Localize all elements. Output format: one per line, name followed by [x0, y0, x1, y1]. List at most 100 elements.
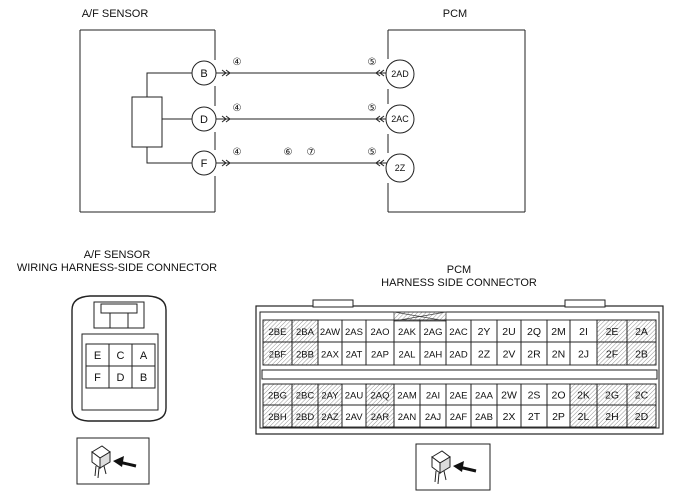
connector-mark-icon [375, 115, 381, 123]
harness-ref-mid-1: ⑥ [284, 147, 293, 158]
pcm-pin-label: 2G [605, 390, 619, 402]
pcm-pin-label: 2AF [450, 412, 468, 423]
wire-b-2ad: B 2AD ④ ⑤ [191, 57, 415, 89]
pcm-pin-label: 2Y [478, 326, 491, 338]
pcm-pin-label: 2AT [346, 350, 363, 361]
harness-ref-left: ④ [233, 57, 242, 68]
pcm-pin-label: 2AC [449, 327, 468, 338]
pcm-pin-label: 2I [579, 326, 588, 338]
pcm-pin-label: 2F [606, 349, 618, 361]
sensor-terminal [191, 150, 217, 176]
pcm-pin-label: 2AZ [321, 412, 339, 423]
internal-wire-b [146, 72, 193, 97]
pcm-pin-label: 2T [528, 411, 541, 423]
sensor-terminal [191, 106, 217, 132]
pcm-terminal [385, 153, 415, 183]
pcm-pin-label: 2BG [268, 391, 287, 402]
schematic: A/F SENSOR PCM B 2AD [79, 8, 526, 213]
pcm-pin-label: 2L [578, 411, 590, 423]
sensor-connector-view: A/F SENSOR WIRING HARNESS-SIDE CONNECTOR… [17, 249, 217, 485]
pcm-pin-label: 2AS [345, 327, 363, 338]
pcm-connector-key [312, 299, 354, 308]
pcm-pin-label: 2AK [398, 327, 417, 338]
pcm-pin-label: 2BC [296, 391, 315, 402]
pcm-pin-label: 2AP [371, 350, 389, 361]
pcm-pin-label: 2BB [296, 350, 314, 361]
sensor-title: A/F SENSOR [82, 8, 149, 20]
connector-mark-icon [375, 69, 381, 77]
sensor-terminal-label: B [200, 68, 207, 80]
pcm-pin-cell [626, 404, 657, 428]
harness-ref-right: ⑤ [368, 147, 377, 158]
pcm-pin-label: 2AN [398, 412, 417, 423]
pcm-pin-label: 2E [606, 326, 619, 338]
sensor-connector-title-1: A/F SENSOR [84, 249, 151, 261]
harness-ref-mid-2: ⑦ [307, 147, 316, 158]
pin-label: A [140, 350, 148, 362]
connector-mark-icon [221, 115, 227, 123]
pcm-pin-label: 2AM [397, 391, 417, 402]
pcm-connector-divider [261, 369, 658, 380]
sensor-terminal-label: F [201, 158, 208, 170]
pcm-pin-label: 2AO [370, 327, 389, 338]
sensor-connector-title-2: WIRING HARNESS-SIDE CONNECTOR [17, 262, 217, 274]
pcm-pin-label: 2BF [269, 350, 287, 361]
harness-ref-left: ④ [233, 103, 242, 114]
view-direction-icon [415, 443, 491, 491]
pcm-pin-label: 2H [605, 411, 618, 423]
pcm-pin-label: 2AG [423, 327, 442, 338]
pin-label: F [94, 372, 101, 384]
pcm-pin-label: 2AY [321, 391, 339, 402]
pcm-pin-label: 2Z [478, 349, 491, 361]
wire-f-2z: F 2Z ④ ⑥ ⑦ ⑤ [191, 147, 415, 183]
view-direction-icon [76, 437, 150, 485]
sensor-terminal [191, 60, 217, 86]
pcm-pin-label: 2AL [399, 350, 416, 361]
pcm-pin-label: 2O [551, 390, 565, 402]
pcm-pin-label: 2BD [296, 412, 315, 423]
pcm-pin-label: 2BA [296, 327, 315, 338]
pcm-pin-label: 2AX [321, 350, 340, 361]
pcm-terminal-label: 2AC [391, 114, 409, 124]
sensor-terminal-label: D [200, 114, 208, 126]
pcm-pin-label: 2A [635, 326, 648, 338]
pcm-pin-label: 2AB [475, 412, 493, 423]
pcm-terminal [385, 59, 415, 89]
pcm-pin-cell [626, 341, 657, 366]
pcm-pin-label: 2AA [475, 391, 494, 402]
connector-mark-icon [221, 159, 227, 167]
connector-mark-icon [221, 69, 227, 77]
pcm-pin-label: 2AE [450, 391, 468, 402]
pcm-connector-title-2: HARNESS SIDE CONNECTOR [381, 277, 537, 289]
sensor-element [131, 96, 163, 148]
connector-mark-icon [375, 159, 381, 167]
pcm-pin-label: 2J [578, 349, 589, 361]
pcm-pin-label: 2U [502, 326, 515, 338]
pcm-pin-label: 2W [501, 390, 517, 402]
pcm-pin-label: 2C [635, 390, 649, 402]
pcm-pin-label: 2V [503, 349, 516, 361]
pcm-pin-label: 2N [552, 349, 565, 361]
pcm-terminal-label: 2Z [395, 163, 406, 173]
pcm-pin-label: 2AR [371, 412, 390, 423]
pcm-pin-label: 2AD [449, 350, 468, 361]
pcm-pin-label: 2M [551, 326, 566, 338]
wire-d-2ac: D 2AC ④ ⑤ [191, 103, 415, 134]
pcm-connector-key [564, 299, 606, 308]
pcm-pin-label: 2AJ [425, 412, 442, 423]
pcm-pin-label: 2X [503, 411, 516, 423]
pcm-pin-label: 2B [635, 349, 648, 361]
pin-label: C [117, 350, 125, 362]
pcm-pin-label: 2Q [527, 326, 541, 338]
pcm-title: PCM [443, 8, 467, 20]
pin-label: D [117, 372, 125, 384]
pcm-pin-label: 2K [577, 390, 590, 402]
pcm-pin-label: 2AU [345, 391, 364, 402]
pcm-pin-label: 2BE [269, 327, 287, 338]
internal-wire-f [146, 147, 193, 164]
pcm-pin-label: 2AH [424, 350, 443, 361]
pcm-terminal [385, 104, 415, 134]
